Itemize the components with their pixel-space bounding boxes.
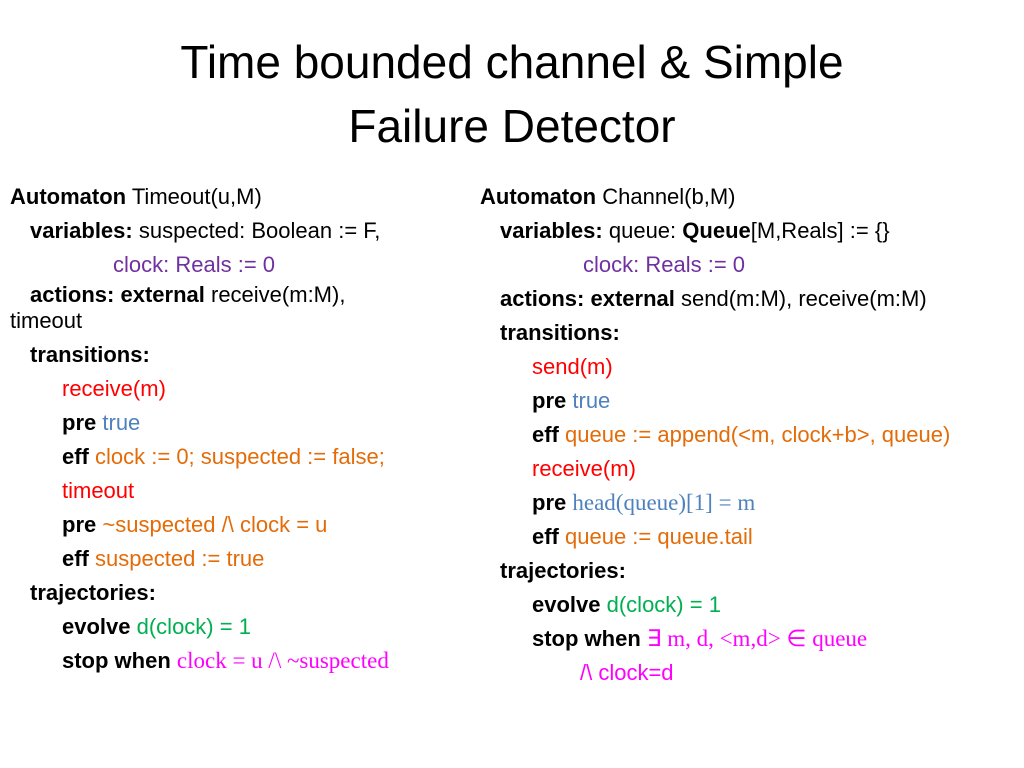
stop-when-line: stop when ∃ m, d, <m,d> ∈ queue <box>480 622 1024 656</box>
variables-keyword: variables: <box>500 218 603 243</box>
automaton-header: Automaton Timeout(u,M) <box>10 180 488 214</box>
automaton-name: Timeout(u,M) <box>131 184 262 209</box>
transition-send: send(m) <box>532 354 613 379</box>
evolve-line: evolve d(clock) = 1 <box>480 588 1024 622</box>
stop-when-keyword: stop when <box>532 626 641 651</box>
timeout-pre: pre ~suspected /\ clock = u <box>10 508 488 542</box>
pre-keyword: pre <box>62 410 97 435</box>
stop-when-expr: ∃ m, d, <m,d> ∈ queue <box>646 626 868 651</box>
actions-list: send(m:M), receive(m:M) <box>681 286 927 311</box>
receive-pre-cond: true <box>102 410 141 435</box>
receive-pre: pre true <box>10 406 488 440</box>
eff-keyword: eff <box>532 524 559 549</box>
evolve-expr: d(clock) = 1 <box>136 614 251 639</box>
timeout-eff: eff suspected := true <box>10 542 488 576</box>
receive-eff-stmt: clock := 0; suspected := false; <box>95 444 385 469</box>
title-line-2: Failure Detector <box>348 100 676 152</box>
evolve-keyword: evolve <box>62 614 131 639</box>
timeout-automaton: Automaton Timeout(u,M) variables: suspec… <box>10 180 488 678</box>
channel-automaton: Automaton Channel(b,M) variables: queue:… <box>480 180 1024 690</box>
automaton-name: Channel(b,M) <box>602 184 736 209</box>
evolve-line: evolve d(clock) = 1 <box>10 610 488 644</box>
transition-timeout: timeout <box>62 478 135 503</box>
stop-when-line: stop when clock = u /\ ~suspected <box>10 644 488 678</box>
actions-list-cont: timeout <box>10 308 83 333</box>
transition-receive: receive(m) <box>62 376 166 401</box>
actions-list: receive(m:M), <box>211 282 346 307</box>
timeout-pre-cond: ~suspected /\ clock = u <box>102 512 328 537</box>
queue-type-params: [M,Reals] := {} <box>750 218 890 243</box>
send-eff-stmt: queue := append(<m, clock+b>, queue) <box>565 422 951 447</box>
transitions-keyword: transitions: <box>500 320 620 345</box>
slide-title: Time bounded channel & Simple Failure De… <box>0 30 1024 158</box>
automaton-keyword: Automaton <box>10 184 127 209</box>
send-pre: pre true <box>480 384 1024 418</box>
variable-queue-label: queue: <box>608 218 677 243</box>
variable-suspected: suspected: Boolean := F, <box>138 218 381 243</box>
stop-when-cont: /\ clock=d <box>580 660 674 685</box>
transitions-keyword: transitions: <box>30 342 150 367</box>
title-line-1: Time bounded channel & Simple <box>180 36 844 88</box>
automaton-header: Automaton Channel(b,M) <box>480 180 1024 214</box>
eff-keyword: eff <box>62 546 89 571</box>
variable-clock: clock: Reals := 0 <box>583 252 746 277</box>
receive-pre: pre head(queue)[1] = m <box>480 486 1024 520</box>
external-keyword: external <box>120 282 205 307</box>
send-eff: eff queue := append(<m, clock+b>, queue) <box>480 418 1024 452</box>
pre-keyword: pre <box>532 388 567 413</box>
variables-keyword: variables: <box>30 218 133 243</box>
receive-pre-cond: head(queue)[1] = m <box>572 490 756 515</box>
stop-when-expr: clock = u /\ ~suspected <box>176 648 389 673</box>
actions-keyword: actions: <box>500 286 585 311</box>
actions-line: actions: external receive(m:M), <box>10 282 488 312</box>
eff-keyword: eff <box>532 422 559 447</box>
receive-eff: eff clock := 0; suspected := false; <box>10 440 488 474</box>
variable-clock: clock: Reals := 0 <box>113 252 276 277</box>
receive-eff-stmt: queue := queue.tail <box>565 524 753 549</box>
stop-when-keyword: stop when <box>62 648 171 673</box>
evolve-expr: d(clock) = 1 <box>606 592 721 617</box>
pre-keyword: pre <box>532 490 567 515</box>
actions-line: actions: external send(m:M), receive(m:M… <box>480 282 1024 316</box>
queue-type: Queue <box>682 218 751 243</box>
receive-eff: eff queue := queue.tail <box>480 520 1024 554</box>
pre-keyword: pre <box>62 512 97 537</box>
trajectories-keyword: trajectories: <box>500 558 626 583</box>
variables-line: variables: queue: Queue[M,Reals] := {} <box>480 214 1024 248</box>
send-pre-cond: true <box>572 388 611 413</box>
automaton-keyword: Automaton <box>480 184 597 209</box>
external-keyword: external <box>590 286 675 311</box>
transition-receive: receive(m) <box>532 456 636 481</box>
actions-keyword: actions: <box>30 282 115 307</box>
variables-line: variables: suspected: Boolean := F, <box>10 214 488 248</box>
eff-keyword: eff <box>62 444 89 469</box>
trajectories-keyword: trajectories: <box>30 580 156 605</box>
evolve-keyword: evolve <box>532 592 601 617</box>
timeout-eff-stmt: suspected := true <box>95 546 265 571</box>
